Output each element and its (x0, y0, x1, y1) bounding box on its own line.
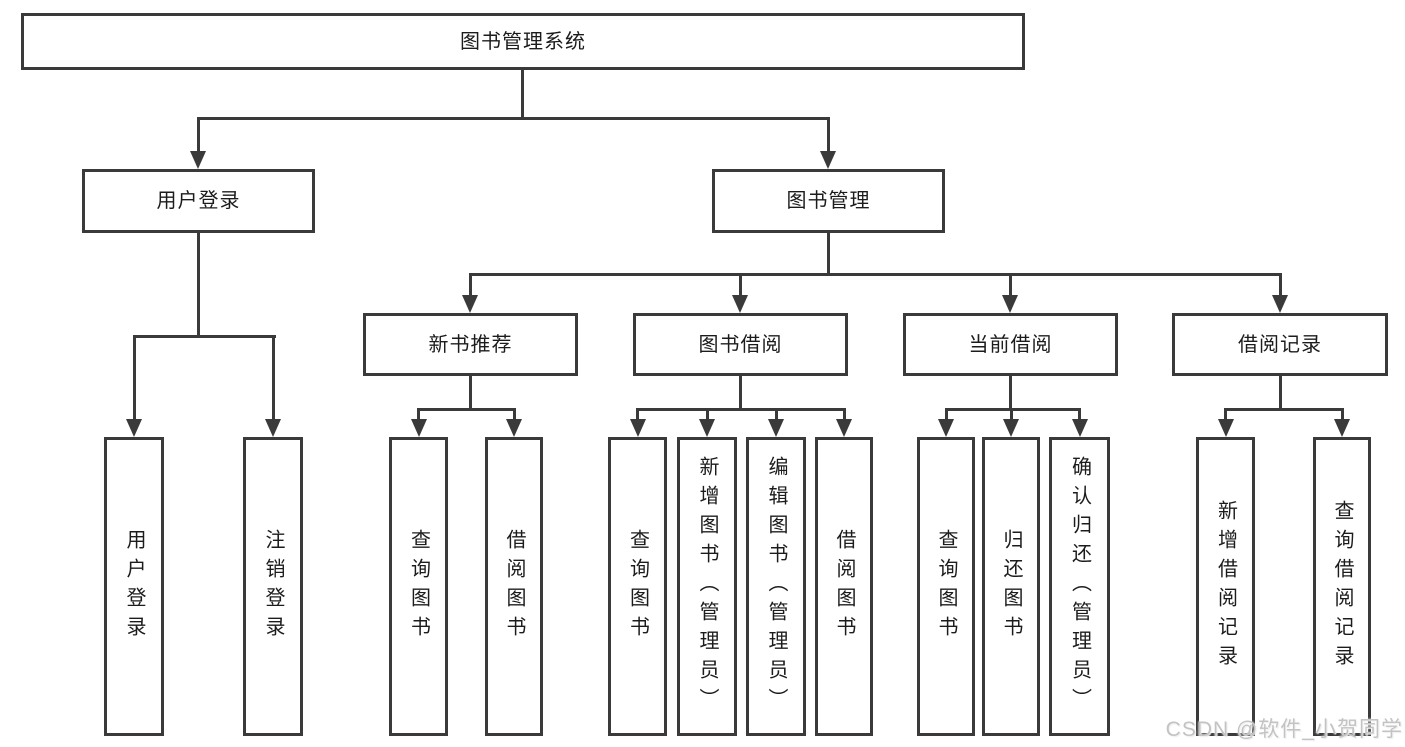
arrow-down-icon (630, 419, 646, 437)
leaf-query-borrow-record: 查询借阅记录 (1313, 437, 1371, 736)
connector-line (469, 376, 472, 408)
arrow-down-icon (820, 151, 836, 169)
node-book-borrow: 图书借阅 (633, 313, 848, 376)
arrow-down-icon (462, 295, 478, 313)
leaf-query-books-recommend-label: 查询图书 (407, 528, 430, 645)
leaf-logout-label: 注销登录 (262, 528, 284, 645)
leaf-borrow-books-recommend-label: 借阅图书 (503, 528, 525, 645)
leaf-confirm-return-admin-label: 确认归还（管理员） (1068, 456, 1091, 717)
node-book-management-label: 图书管理 (786, 190, 871, 212)
connector-line (469, 273, 472, 295)
leaf-query-borrow-record-label: 查询借阅记录 (1331, 499, 1353, 674)
node-borrow-records-label: 借阅记录 (1238, 333, 1322, 356)
connector-line (706, 408, 709, 419)
connector-line (197, 117, 200, 151)
leaf-user-login: 用户登录 (104, 437, 164, 736)
leaf-return-books: 归还图书 (982, 437, 1040, 736)
leaf-borrow-books: 借阅图书 (815, 437, 873, 736)
leaf-add-books-admin: 新增图书（管理员） (677, 437, 737, 736)
leaf-query-books-current-label: 查询图书 (935, 528, 957, 645)
connector-line (1279, 273, 1282, 295)
arrow-down-icon (768, 419, 784, 437)
connector-line (739, 273, 742, 295)
leaf-query-books-borrow-label: 查询图书 (626, 528, 649, 645)
arrow-down-icon (1334, 419, 1350, 437)
connector-line (739, 376, 742, 408)
node-new-book-recommend: 新书推荐 (363, 313, 578, 376)
arrow-down-icon (411, 419, 427, 437)
connector-line (636, 408, 639, 419)
connector-line (1010, 408, 1013, 419)
leaf-edit-books-admin: 编辑图书（管理员） (746, 437, 806, 736)
arrow-down-icon (1272, 295, 1288, 313)
node-borrow-records: 借阅记录 (1172, 313, 1388, 376)
arrow-down-icon (1218, 419, 1234, 437)
connector-line (636, 408, 846, 411)
csdn-watermark: CSDN @软件_小贺同学 (1165, 718, 1403, 741)
leaf-edit-books-admin-label: 编辑图书（管理员） (765, 456, 787, 717)
node-root-label: 图书管理系统 (460, 30, 586, 53)
node-user-login: 用户登录 (82, 169, 315, 233)
leaf-return-books-label: 归还图书 (1000, 528, 1022, 645)
leaf-borrow-books-label: 借阅图书 (833, 528, 855, 645)
arrow-down-icon (1072, 419, 1088, 437)
connector-line (1078, 408, 1081, 419)
arrow-down-icon (938, 419, 954, 437)
arrow-down-icon (732, 295, 748, 313)
connector-line (1279, 376, 1282, 408)
arrow-down-icon (506, 419, 522, 437)
arrow-down-icon (699, 419, 715, 437)
connector-line (521, 70, 524, 117)
connector-line (197, 117, 830, 120)
arrow-down-icon (190, 151, 206, 169)
leaf-confirm-return-admin: 确认归还（管理员） (1049, 437, 1110, 736)
arrow-down-icon (265, 419, 281, 437)
leaf-query-books-borrow: 查询图书 (608, 437, 667, 736)
connector-line (827, 233, 830, 273)
arrow-down-icon (1002, 295, 1018, 313)
node-root: 图书管理系统 (21, 13, 1025, 70)
leaf-borrow-books-recommend: 借阅图书 (485, 437, 543, 736)
leaf-add-borrow-record: 新增借阅记录 (1196, 437, 1255, 736)
connector-line (1341, 408, 1344, 419)
leaf-query-books-current: 查询图书 (917, 437, 975, 736)
connector-line (1224, 408, 1227, 419)
leaf-user-login-label: 用户登录 (123, 528, 145, 645)
node-current-borrow-label: 当前借阅 (968, 333, 1053, 356)
connector-line (827, 117, 830, 151)
leaf-query-books-recommend: 查询图书 (389, 437, 448, 736)
node-book-management: 图书管理 (712, 169, 945, 233)
connector-line (843, 408, 846, 419)
node-book-borrow-label: 图书借阅 (698, 333, 783, 356)
connector-line (133, 335, 136, 419)
arrow-down-icon (126, 419, 142, 437)
node-user-login-label: 用户登录 (156, 190, 241, 212)
connector-line (1224, 408, 1344, 411)
connector-line (133, 335, 276, 338)
connector-line (945, 408, 948, 419)
connector-line (417, 408, 516, 411)
leaf-add-books-admin-label: 新增图书（管理员） (696, 456, 718, 717)
connector-line (945, 408, 1081, 411)
connector-line (1009, 273, 1012, 295)
connector-line (469, 273, 1282, 276)
connector-line (272, 335, 275, 419)
node-current-borrow: 当前借阅 (903, 313, 1118, 376)
connector-line (775, 408, 778, 419)
leaf-add-borrow-record-label: 新增借阅记录 (1214, 499, 1237, 674)
arrow-down-icon (1003, 419, 1019, 437)
node-new-book-recommend-label: 新书推荐 (428, 333, 513, 356)
leaf-logout: 注销登录 (243, 437, 303, 736)
connector-line (417, 408, 420, 419)
connector-line (1009, 376, 1012, 408)
arrow-down-icon (836, 419, 852, 437)
connector-line (197, 233, 200, 335)
connector-line (513, 408, 516, 419)
